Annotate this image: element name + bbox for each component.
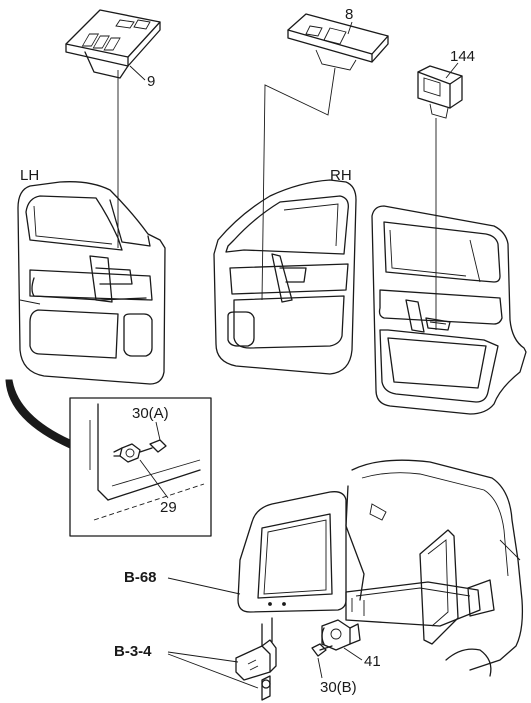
ref-label-b68: B-68 xyxy=(124,569,157,586)
rear-window-switch-part xyxy=(417,65,463,119)
part-number-41: 41 xyxy=(364,653,381,670)
callout-arrow xyxy=(5,379,71,449)
bolt-part-30b xyxy=(311,643,333,657)
hinge-bracket xyxy=(235,617,277,701)
part-number-30b: 30(B) xyxy=(320,679,357,696)
rh-front-door-panel xyxy=(213,179,357,375)
side-label-lh: LH xyxy=(20,167,39,184)
rh-window-switch-part xyxy=(287,13,389,71)
ref-label-b34: B-3-4 xyxy=(114,643,152,660)
part-number-9: 9 xyxy=(147,73,155,90)
detail-inset-box xyxy=(69,397,212,537)
master-window-switch-part xyxy=(65,9,161,248)
tailgate-trim-panel xyxy=(237,491,347,613)
vehicle-rear-tailgate xyxy=(345,459,524,677)
rear-door-panel xyxy=(371,205,527,415)
part-number-144: 144 xyxy=(450,48,475,65)
latch-part-41 xyxy=(321,619,361,651)
lh-front-door-panel xyxy=(17,181,166,385)
side-label-rh: RH xyxy=(330,167,352,184)
part-number-29: 29 xyxy=(160,499,177,516)
part-number-8: 8 xyxy=(345,6,353,23)
part-number-30a: 30(A) xyxy=(132,405,169,422)
